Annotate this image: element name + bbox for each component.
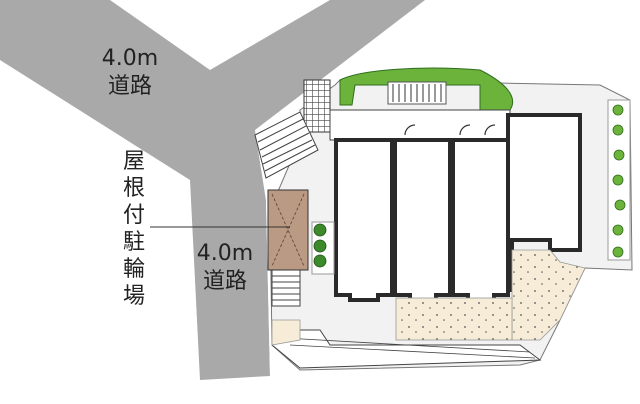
road-label-top: 4.0m 道路: [90, 48, 170, 98]
corridor: [329, 109, 511, 141]
road-width-label: 4.0m: [101, 46, 159, 71]
front-corner: [271, 319, 301, 346]
label-char: 屋: [122, 149, 145, 174]
hatched-paving: [303, 79, 331, 133]
paving-front: [395, 297, 513, 341]
bicycle-parking-label: 屋 根 付 駐 輪 場: [120, 148, 148, 310]
road-name-label: 道路: [107, 74, 152, 99]
bicycle-parking-roof: [267, 189, 309, 271]
label-char: 場: [122, 284, 145, 309]
units: [334, 113, 582, 302]
road-width-label: 4.0m: [196, 241, 254, 266]
road-name-label: 道路: [202, 269, 247, 294]
road-diagonal: [0, 0, 425, 380]
front-steps: [271, 329, 542, 369]
label-char: 駐: [122, 230, 145, 255]
label-char: 輪: [122, 257, 145, 282]
road-label-mid: 4.0m 道路: [185, 243, 265, 293]
label-char: 根: [122, 176, 145, 201]
label-char: 付: [122, 203, 145, 228]
